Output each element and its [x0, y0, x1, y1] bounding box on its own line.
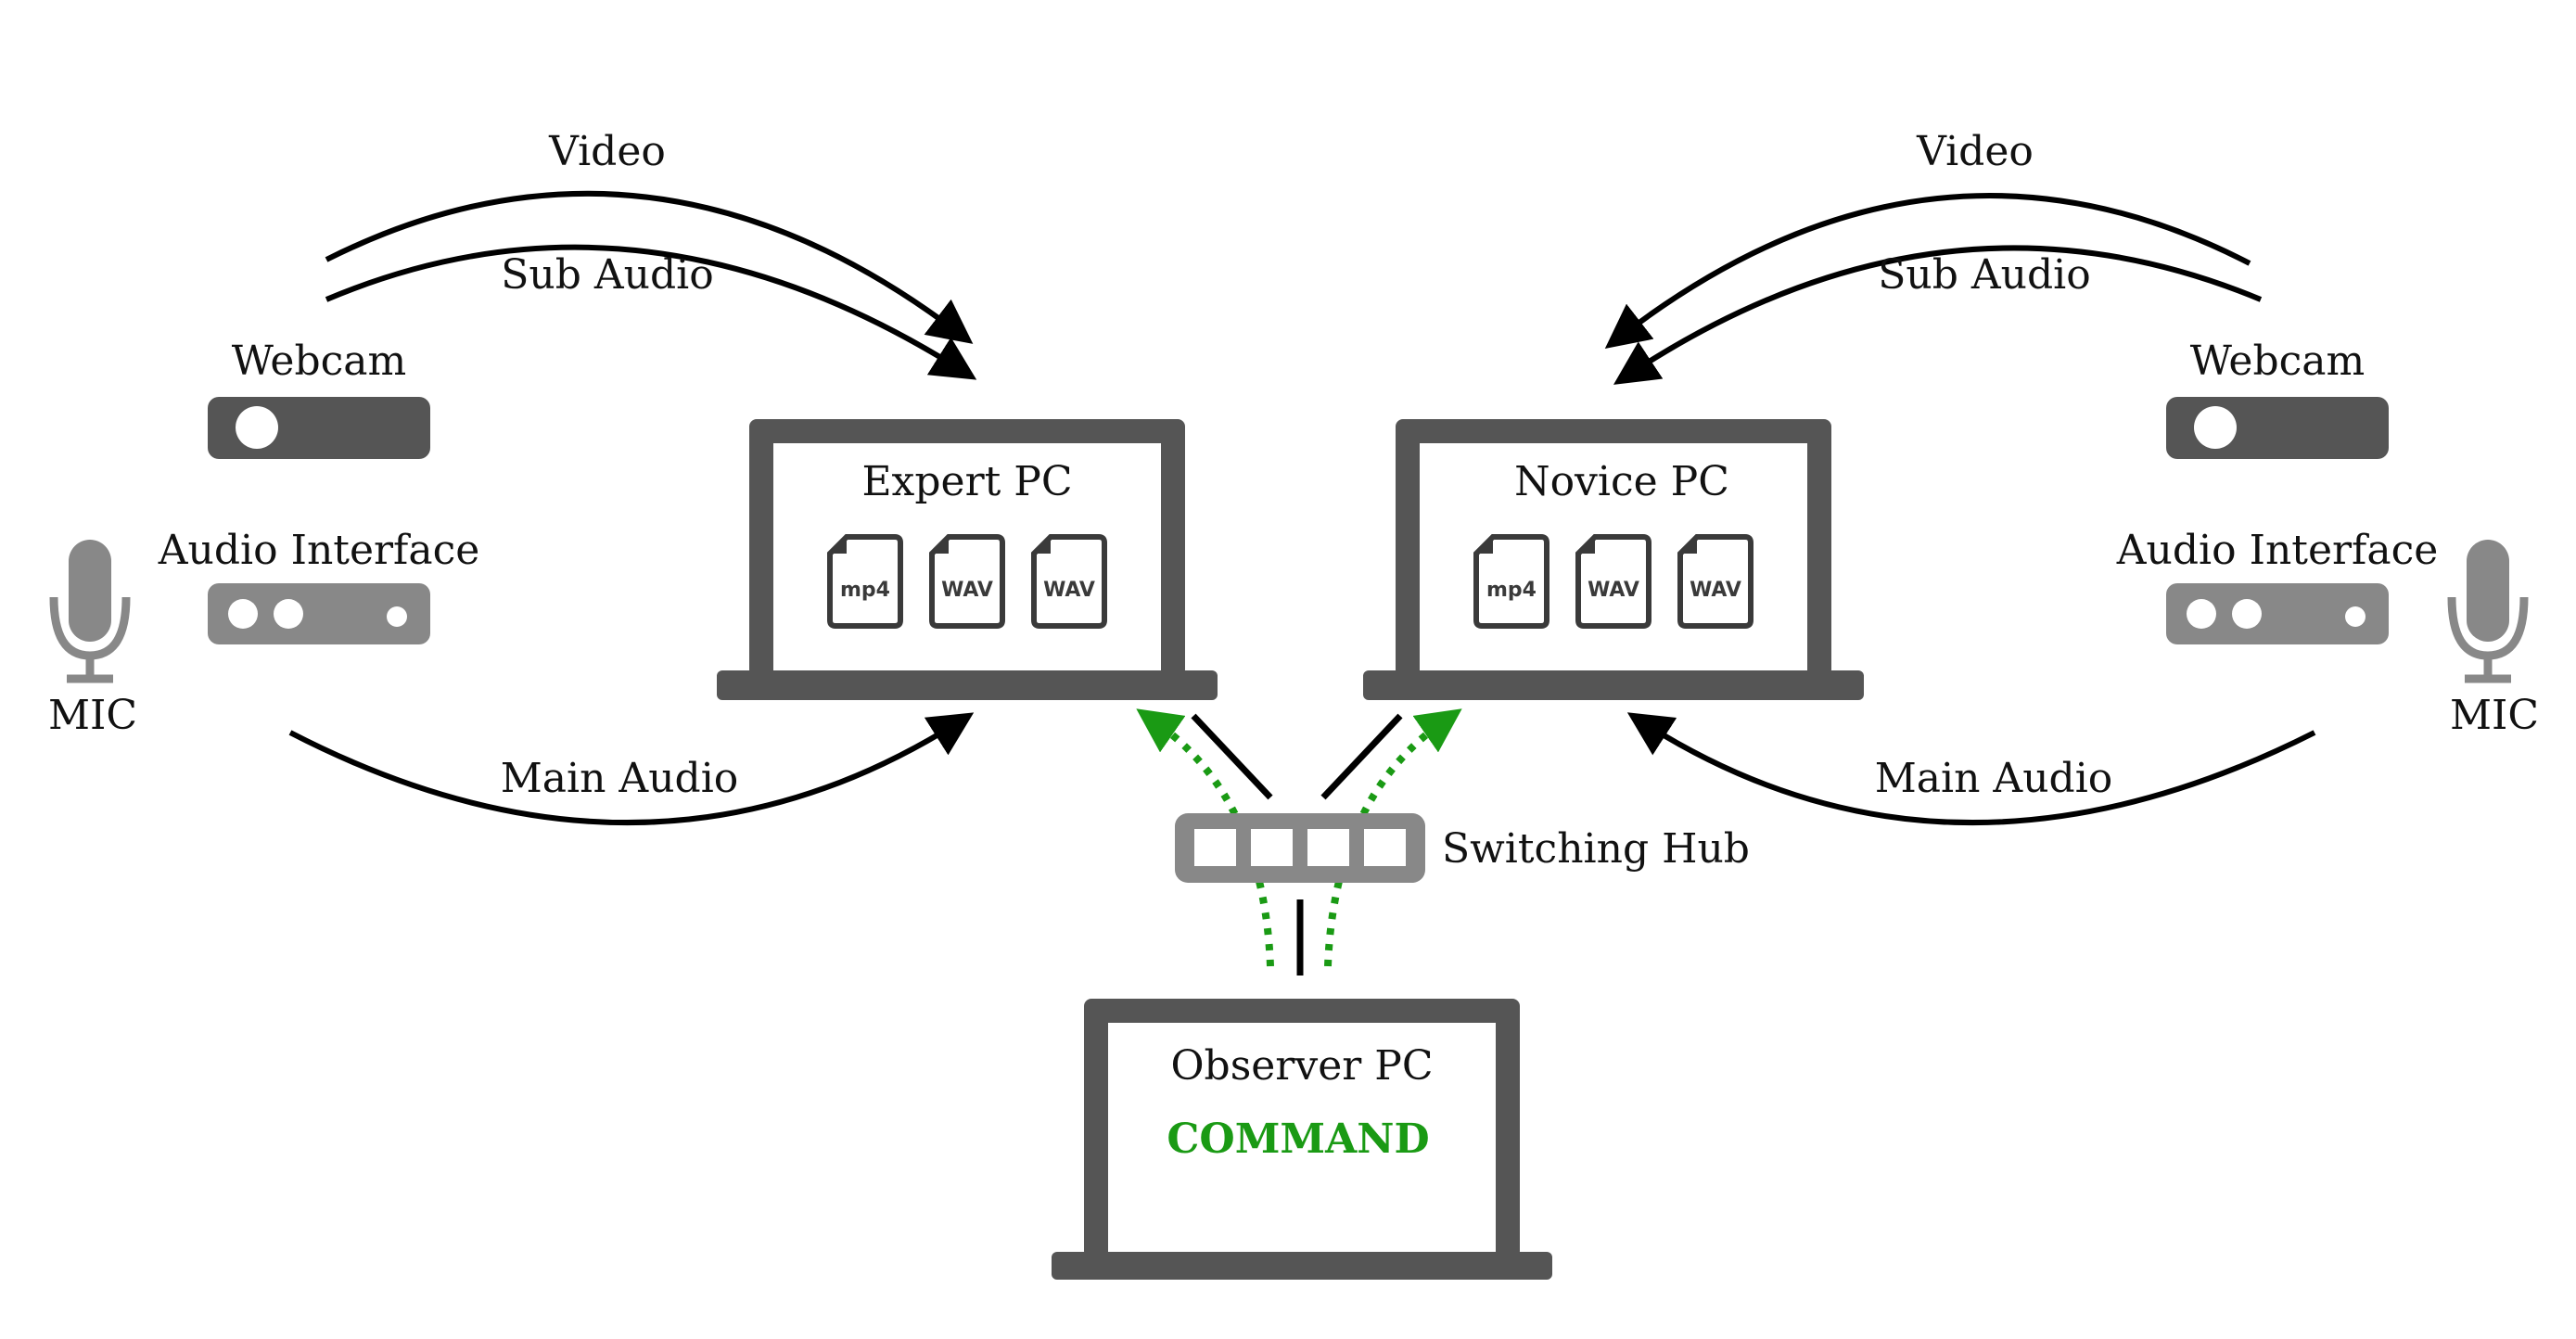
audio-interface-led — [2345, 606, 2366, 627]
svg-text:mp4: mp4 — [840, 579, 890, 602]
svg-text:mp4: mp4 — [1486, 579, 1537, 602]
hub-to-novice-cable — [1320, 713, 1403, 800]
right-audio-interface-label: Audio Interface — [2116, 527, 2439, 574]
novice-file-icon-2: WAV — [1677, 534, 1753, 629]
expert-file-icon-2: WAV — [1031, 534, 1107, 629]
laptop-screen — [1108, 1023, 1496, 1252]
right-sub-audio-label: Sub Audio — [1878, 251, 2090, 299]
expert-file-icon-1: WAV — [929, 534, 1005, 629]
left-sub-audio-label: Sub Audio — [501, 251, 713, 299]
svg-text:WAV: WAV — [1043, 579, 1095, 602]
svg-text:WAV: WAV — [1588, 579, 1639, 602]
novice-pc-laptop: Novice PC mp4 WAV WAV — [1363, 419, 1864, 700]
svg-text:WAV: WAV — [941, 579, 993, 602]
audio-interface-knob — [2187, 599, 2216, 629]
switching-hub-label: Switching Hub — [1442, 825, 1750, 873]
left-video-label: Video — [548, 128, 666, 175]
right-webcam-label: Webcam — [2190, 338, 2365, 385]
audio-interface-led — [387, 606, 407, 627]
network-group: Switching Hub — [1136, 708, 1750, 976]
left-mic-icon — [49, 540, 131, 683]
expert-pc-label: Expert PC — [861, 458, 1072, 505]
expert-pc-laptop: Expert PC mp4 WAV WAV — [717, 419, 1218, 700]
laptop-base — [1052, 1252, 1552, 1280]
hub-port — [1194, 829, 1236, 866]
observer-pc-label: Observer PC — [1170, 1042, 1433, 1090]
hub-to-expert-cable — [1191, 713, 1273, 800]
right-main-audio-label: Main Audio — [1875, 755, 2113, 802]
left-webcam-device — [208, 397, 430, 459]
novice-file-icon-0: mp4 — [1473, 534, 1549, 629]
hub-port — [1251, 829, 1293, 866]
right-video-label: Video — [1916, 128, 2034, 175]
left-audio-interface-device — [208, 583, 430, 644]
right-webcam-device — [2166, 397, 2389, 459]
right-main-audio-arrow — [1626, 712, 2316, 826]
left-signal-group: Video Sub Audio Webcam Audio Interface M… — [48, 128, 977, 826]
left-main-audio-arrow — [288, 712, 975, 826]
left-sub-audio-arrow — [325, 244, 977, 380]
left-webcam-label: Webcam — [232, 338, 406, 385]
hub-body — [1175, 813, 1425, 883]
right-audio-interface-device — [2166, 583, 2389, 644]
right-video-arrow — [1604, 193, 2251, 350]
laptop-screen — [773, 443, 1161, 670]
right-signal-group: Video Sub Audio Webcam Audio Interface M… — [1604, 128, 2539, 826]
webcam-lens — [2194, 406, 2237, 449]
hub-port — [1307, 829, 1349, 866]
left-video-arrow — [325, 190, 974, 344]
right-mic-icon — [2447, 540, 2529, 683]
novice-file-icon-1: WAV — [1575, 534, 1651, 629]
novice-pc-label: Novice PC — [1514, 458, 1729, 505]
hub-port — [1364, 829, 1406, 866]
webcam-lens — [236, 406, 278, 449]
audio-interface-body — [208, 583, 430, 644]
right-mic-label: MIC — [2450, 692, 2539, 739]
audio-interface-body — [2166, 583, 2389, 644]
command-label: COMMAND — [1167, 1116, 1429, 1163]
left-audio-interface-label: Audio Interface — [158, 527, 480, 574]
left-mic-label: MIC — [48, 692, 137, 739]
laptop-base — [717, 670, 1218, 700]
laptop-screen — [1420, 443, 1807, 670]
right-sub-audio-arrow — [1613, 245, 2263, 385]
audio-interface-knob — [274, 599, 303, 629]
observer-pc-laptop: Observer PC COMMAND — [1052, 999, 1552, 1280]
left-main-audio-label: Main Audio — [501, 755, 739, 802]
laptop-base — [1363, 670, 1864, 700]
switching-hub-device — [1175, 813, 1425, 883]
audio-interface-knob — [228, 599, 258, 629]
audio-interface-knob — [2232, 599, 2262, 629]
svg-text:WAV: WAV — [1690, 579, 1741, 602]
expert-file-icon-0: mp4 — [827, 534, 903, 629]
